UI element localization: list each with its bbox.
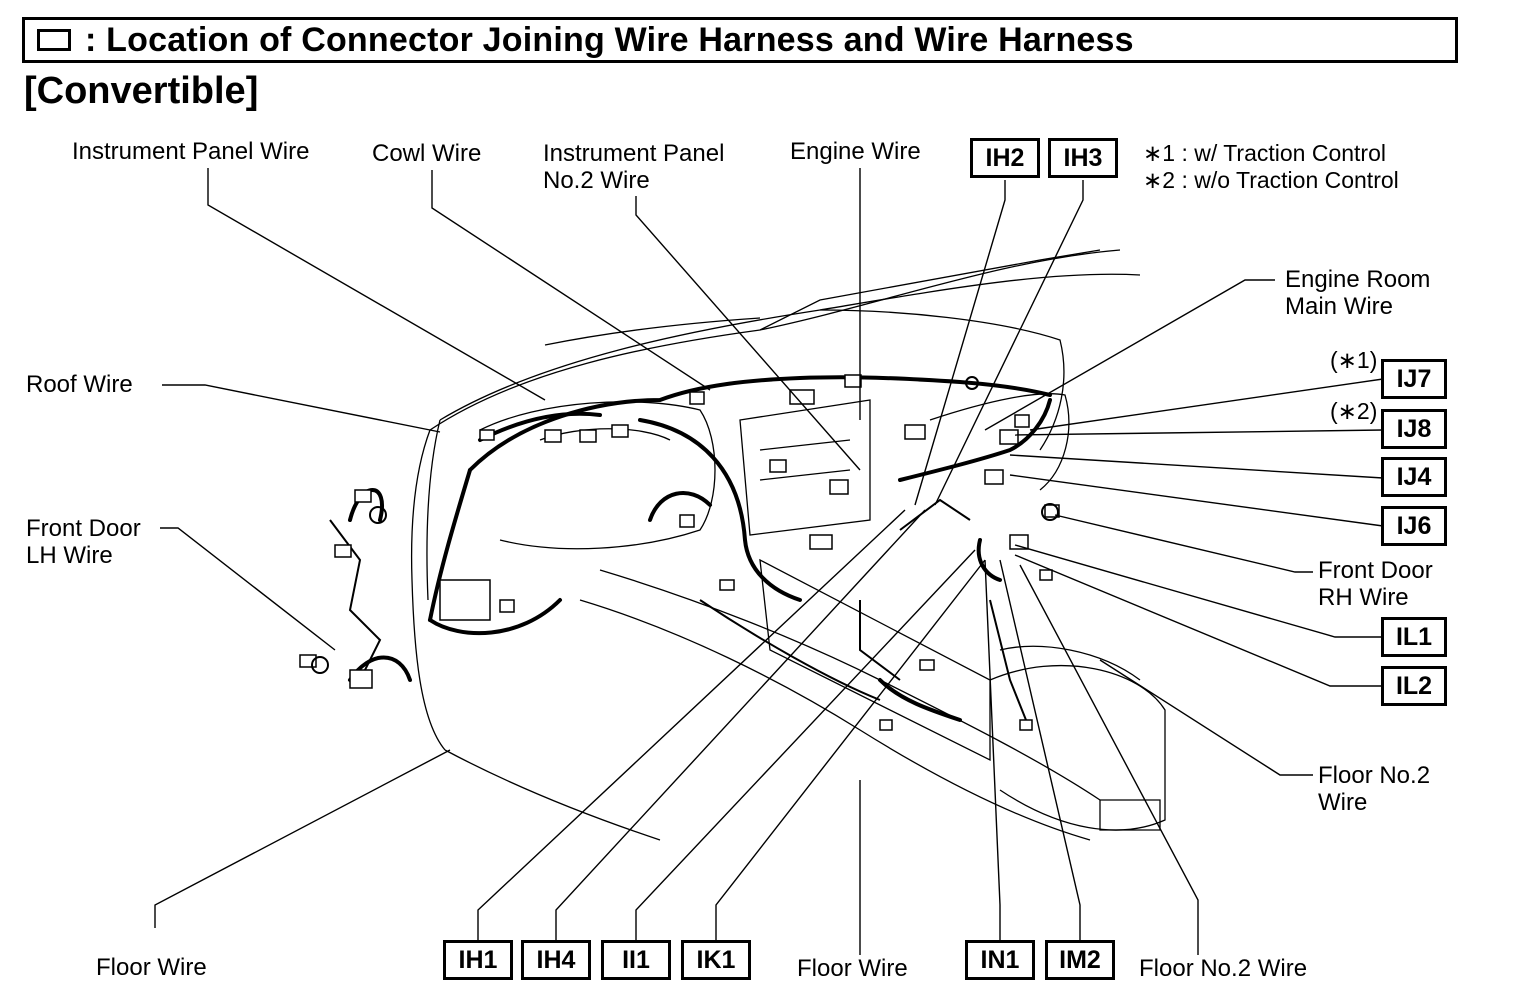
connector-ij4: IJ4 — [1381, 457, 1447, 497]
connector-ih4: IH4 — [521, 940, 591, 980]
label-instrument-panel-wire: Instrument Panel Wire — [72, 138, 310, 165]
label-floor-wire-mid: Floor Wire — [797, 955, 908, 982]
label-front-door-rh-line2: RH Wire — [1318, 584, 1409, 611]
label-engine-room-line1: Engine Room — [1285, 266, 1431, 293]
small-wires — [329, 498, 1031, 731]
connector-ii1: II1 — [601, 940, 671, 980]
page-subtitle: [Convertible] — [24, 70, 259, 112]
label-floor-no2-line1: Floor No.2 — [1318, 762, 1431, 789]
mark-star2: (∗2) — [1330, 398, 1378, 424]
connector-il2: IL2 — [1381, 666, 1447, 706]
label-instrument-panel-no2-line1: Instrument Panel — [543, 140, 725, 167]
grommets — [311, 376, 1059, 674]
label-front-door-lh-line2: LH Wire — [26, 542, 113, 569]
connector-ij6: IJ6 — [1381, 506, 1447, 546]
title-box: : Location of Connector Joining Wire Har… — [22, 17, 1458, 63]
label-engine-wire: Engine Wire — [790, 138, 921, 165]
label-roof-wire: Roof Wire — [26, 371, 133, 398]
leader-lines — [154, 168, 1384, 955]
connector-ik1: IK1 — [681, 940, 751, 980]
label-cowl-wire: Cowl Wire — [372, 140, 482, 167]
label-floor-no2-bottom: Floor No.2 Wire — [1139, 955, 1308, 982]
connector-symbol-icon — [37, 29, 71, 51]
connector-ij7: IJ7 — [1381, 359, 1447, 399]
connector-ij8: IJ8 — [1381, 409, 1447, 449]
mark-star1: (∗1) — [1330, 347, 1378, 373]
connector-il1: IL1 — [1381, 617, 1447, 657]
connector-ih3: IH3 — [1048, 138, 1118, 178]
connector-in1: IN1 — [965, 940, 1035, 980]
label-floor-no2-line2: Wire — [1318, 789, 1368, 816]
label-front-door-lh-line1: Front Door — [26, 515, 141, 542]
label-front-door-rh-line1: Front Door — [1318, 557, 1433, 584]
connector-blocks — [299, 374, 1060, 731]
label-engine-room-line2: Main Wire — [1285, 293, 1394, 320]
connector-im2: IM2 — [1045, 940, 1115, 980]
note-traction-control-1: ∗1 : w/ Traction Control — [1143, 140, 1386, 166]
wire-harness-bundles — [348, 375, 1052, 722]
note-traction-control-2: ∗2 : w/o Traction Control — [1143, 167, 1399, 193]
connector-ih2: IH2 — [970, 138, 1040, 178]
label-floor-wire-left: Floor Wire — [96, 954, 207, 981]
page-title: : Location of Connector Joining Wire Har… — [85, 20, 1134, 59]
connector-ih1: IH1 — [443, 940, 513, 980]
label-instrument-panel-no2-line2: No.2 Wire — [543, 167, 650, 194]
dashboard-outline — [410, 249, 1166, 841]
